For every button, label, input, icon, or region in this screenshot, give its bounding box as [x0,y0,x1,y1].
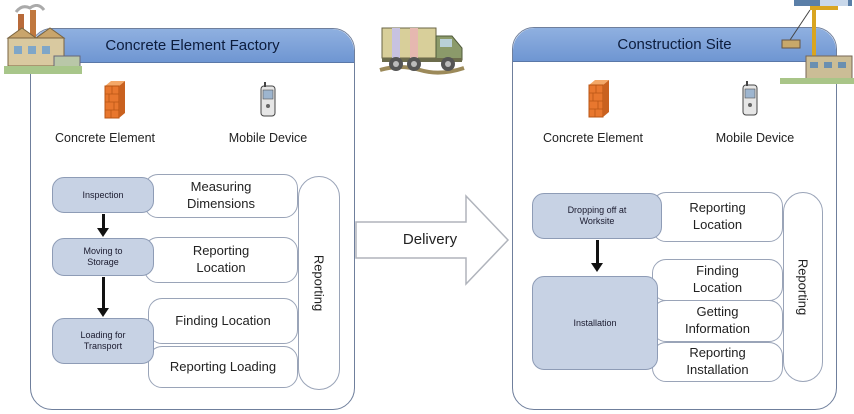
task-measuring-dimensions: Measuring Dimensions [144,174,298,218]
factory-reporting: Reporting [298,176,340,390]
crane-icon [780,0,854,84]
site-reporting: Reporting [783,192,823,382]
task-reporting-installation: Reporting Installation [652,342,783,382]
factory-icon [4,4,82,74]
task-reporting-loading: Reporting Loading [148,346,298,388]
delivery-label: Delivery [402,231,458,248]
task-reporting-location: Reporting Location [144,237,298,283]
truck-icon [379,27,465,75]
step-moving-to-storage: Moving to Storage [52,238,154,276]
task-site-reporting-location: Reporting Location [652,192,783,242]
step-dropping-off: Dropping off at Worksite [532,193,662,239]
site-device-label: Mobile Device [715,131,795,145]
site-element-label: Concrete Element [542,131,644,145]
brick-icon [588,80,609,118]
site-reporting-label: Reporting [795,258,811,316]
phone-icon [742,81,758,116]
task-site-finding-location: Finding Location [652,259,783,301]
step-loading-for-transport: Loading for Transport [52,318,154,364]
task-finding-location: Finding Location [148,298,298,344]
delivery-arrow [355,194,510,286]
site-title: Construction Site [513,28,836,62]
brick-icon [104,81,125,119]
arrow-down-3 [591,240,603,272]
factory-title: Concrete Element Factory [31,29,354,63]
phone-icon [260,82,276,117]
factory-element-label: Concrete Element [54,131,156,145]
step-inspection: Inspection [52,177,154,213]
arrow-down-2 [97,277,109,317]
arrow-down-1 [97,214,109,237]
factory-reporting-label: Reporting [311,254,327,312]
factory-device-label: Mobile Device [228,131,308,145]
step-installation: Installation [532,276,658,370]
task-getting-information: Getting Information [652,300,783,342]
